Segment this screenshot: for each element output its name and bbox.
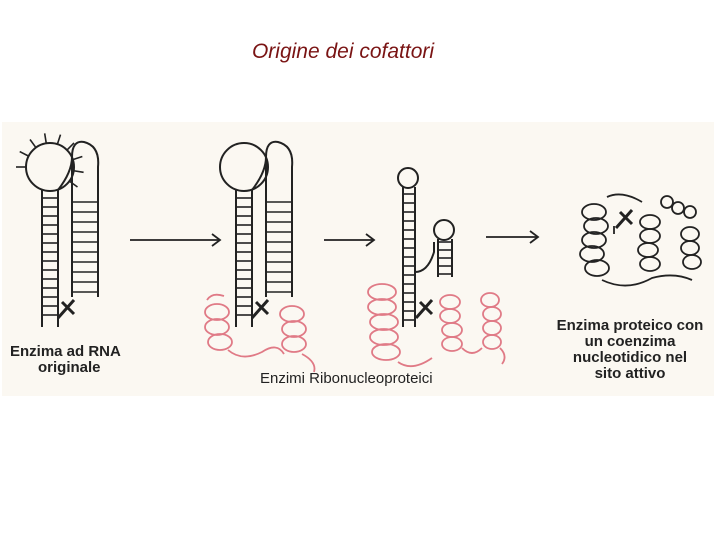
protein-enzyme-with-coenzyme (580, 194, 701, 285)
rnp-enzyme-1 (220, 142, 292, 327)
rna-ladder-rungs-2 (236, 198, 292, 315)
loop-spike (20, 152, 29, 157)
rna-ladder-rungs-1 (42, 198, 98, 315)
diagram-panel: Enzima ad RNA originale Enzimi Ribonucle… (2, 122, 714, 396)
loop-spike (69, 181, 77, 187)
arrow-2 (324, 234, 374, 246)
label-original-line-1: Enzima ad RNA (10, 344, 121, 360)
arrow-3 (486, 231, 538, 243)
label-protein-line-2: un coenzima (550, 334, 710, 350)
label-protein-line-3: nucleotidico nel (550, 350, 710, 366)
rna-ladder-rungs-3 (403, 194, 452, 320)
label-original-line-2: originale (10, 360, 121, 376)
loop-spike (73, 156, 83, 159)
label-protein-line-4: sito attivo (550, 366, 710, 382)
loop-spike (30, 139, 36, 147)
slide-title: Origine dei cofattori (0, 40, 686, 64)
arrow-1 (130, 234, 220, 246)
rna-enzyme-original (26, 142, 98, 327)
loop-spike (57, 135, 60, 145)
label-original-rna-enzyme: Enzima ad RNA originale (10, 344, 121, 376)
label-protein-enzyme: Enzima proteico con un coenzima nucleoti… (550, 318, 710, 382)
label-ribonucleoprotein-enzymes: Enzimi Ribonucleoproteici (260, 370, 433, 387)
active-site-cross-1 (58, 300, 74, 318)
protein-coil-2 (368, 284, 505, 366)
loop-spike (74, 171, 84, 173)
loop-spike (45, 133, 47, 143)
label-protein-line-1: Enzima proteico con (550, 318, 710, 334)
